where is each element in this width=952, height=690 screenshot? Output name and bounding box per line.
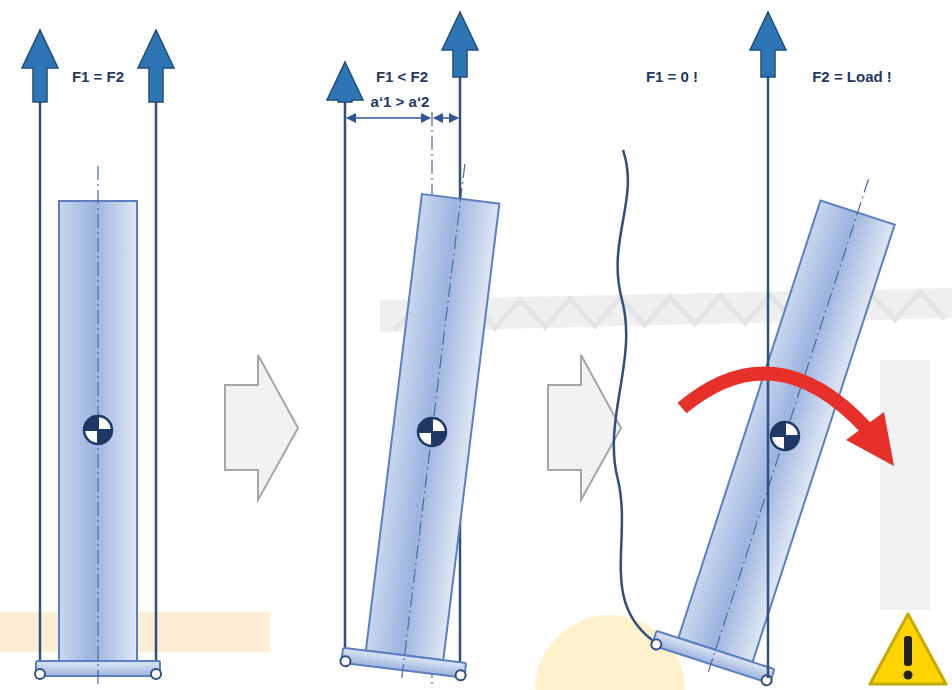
warning-sign bbox=[870, 614, 946, 684]
force-arrow bbox=[750, 12, 786, 77]
force-arrow bbox=[138, 30, 174, 102]
force-label: F2 = Load ! bbox=[812, 68, 892, 86]
slack-sling bbox=[614, 150, 652, 640]
rotation-arrow bbox=[682, 373, 866, 428]
rotation-arrowhead bbox=[846, 412, 894, 466]
column-tilting bbox=[339, 75, 527, 688]
column-tipping bbox=[614, 75, 929, 690]
force-label: F1 = F2 bbox=[72, 68, 124, 86]
dimension-label: a‘1 > a‘2 bbox=[371, 93, 430, 111]
force-arrow bbox=[442, 12, 478, 77]
step-arrow bbox=[225, 355, 298, 500]
force-label: F1 = 0 ! bbox=[646, 68, 698, 86]
force-label: F1 < F2 bbox=[376, 68, 428, 86]
force-arrow bbox=[22, 30, 58, 102]
dimension-line bbox=[434, 117, 458, 119]
column-balanced bbox=[35, 100, 161, 686]
step-arrow bbox=[548, 355, 621, 500]
dimension-line bbox=[347, 117, 430, 119]
force-arrow bbox=[327, 62, 363, 102]
